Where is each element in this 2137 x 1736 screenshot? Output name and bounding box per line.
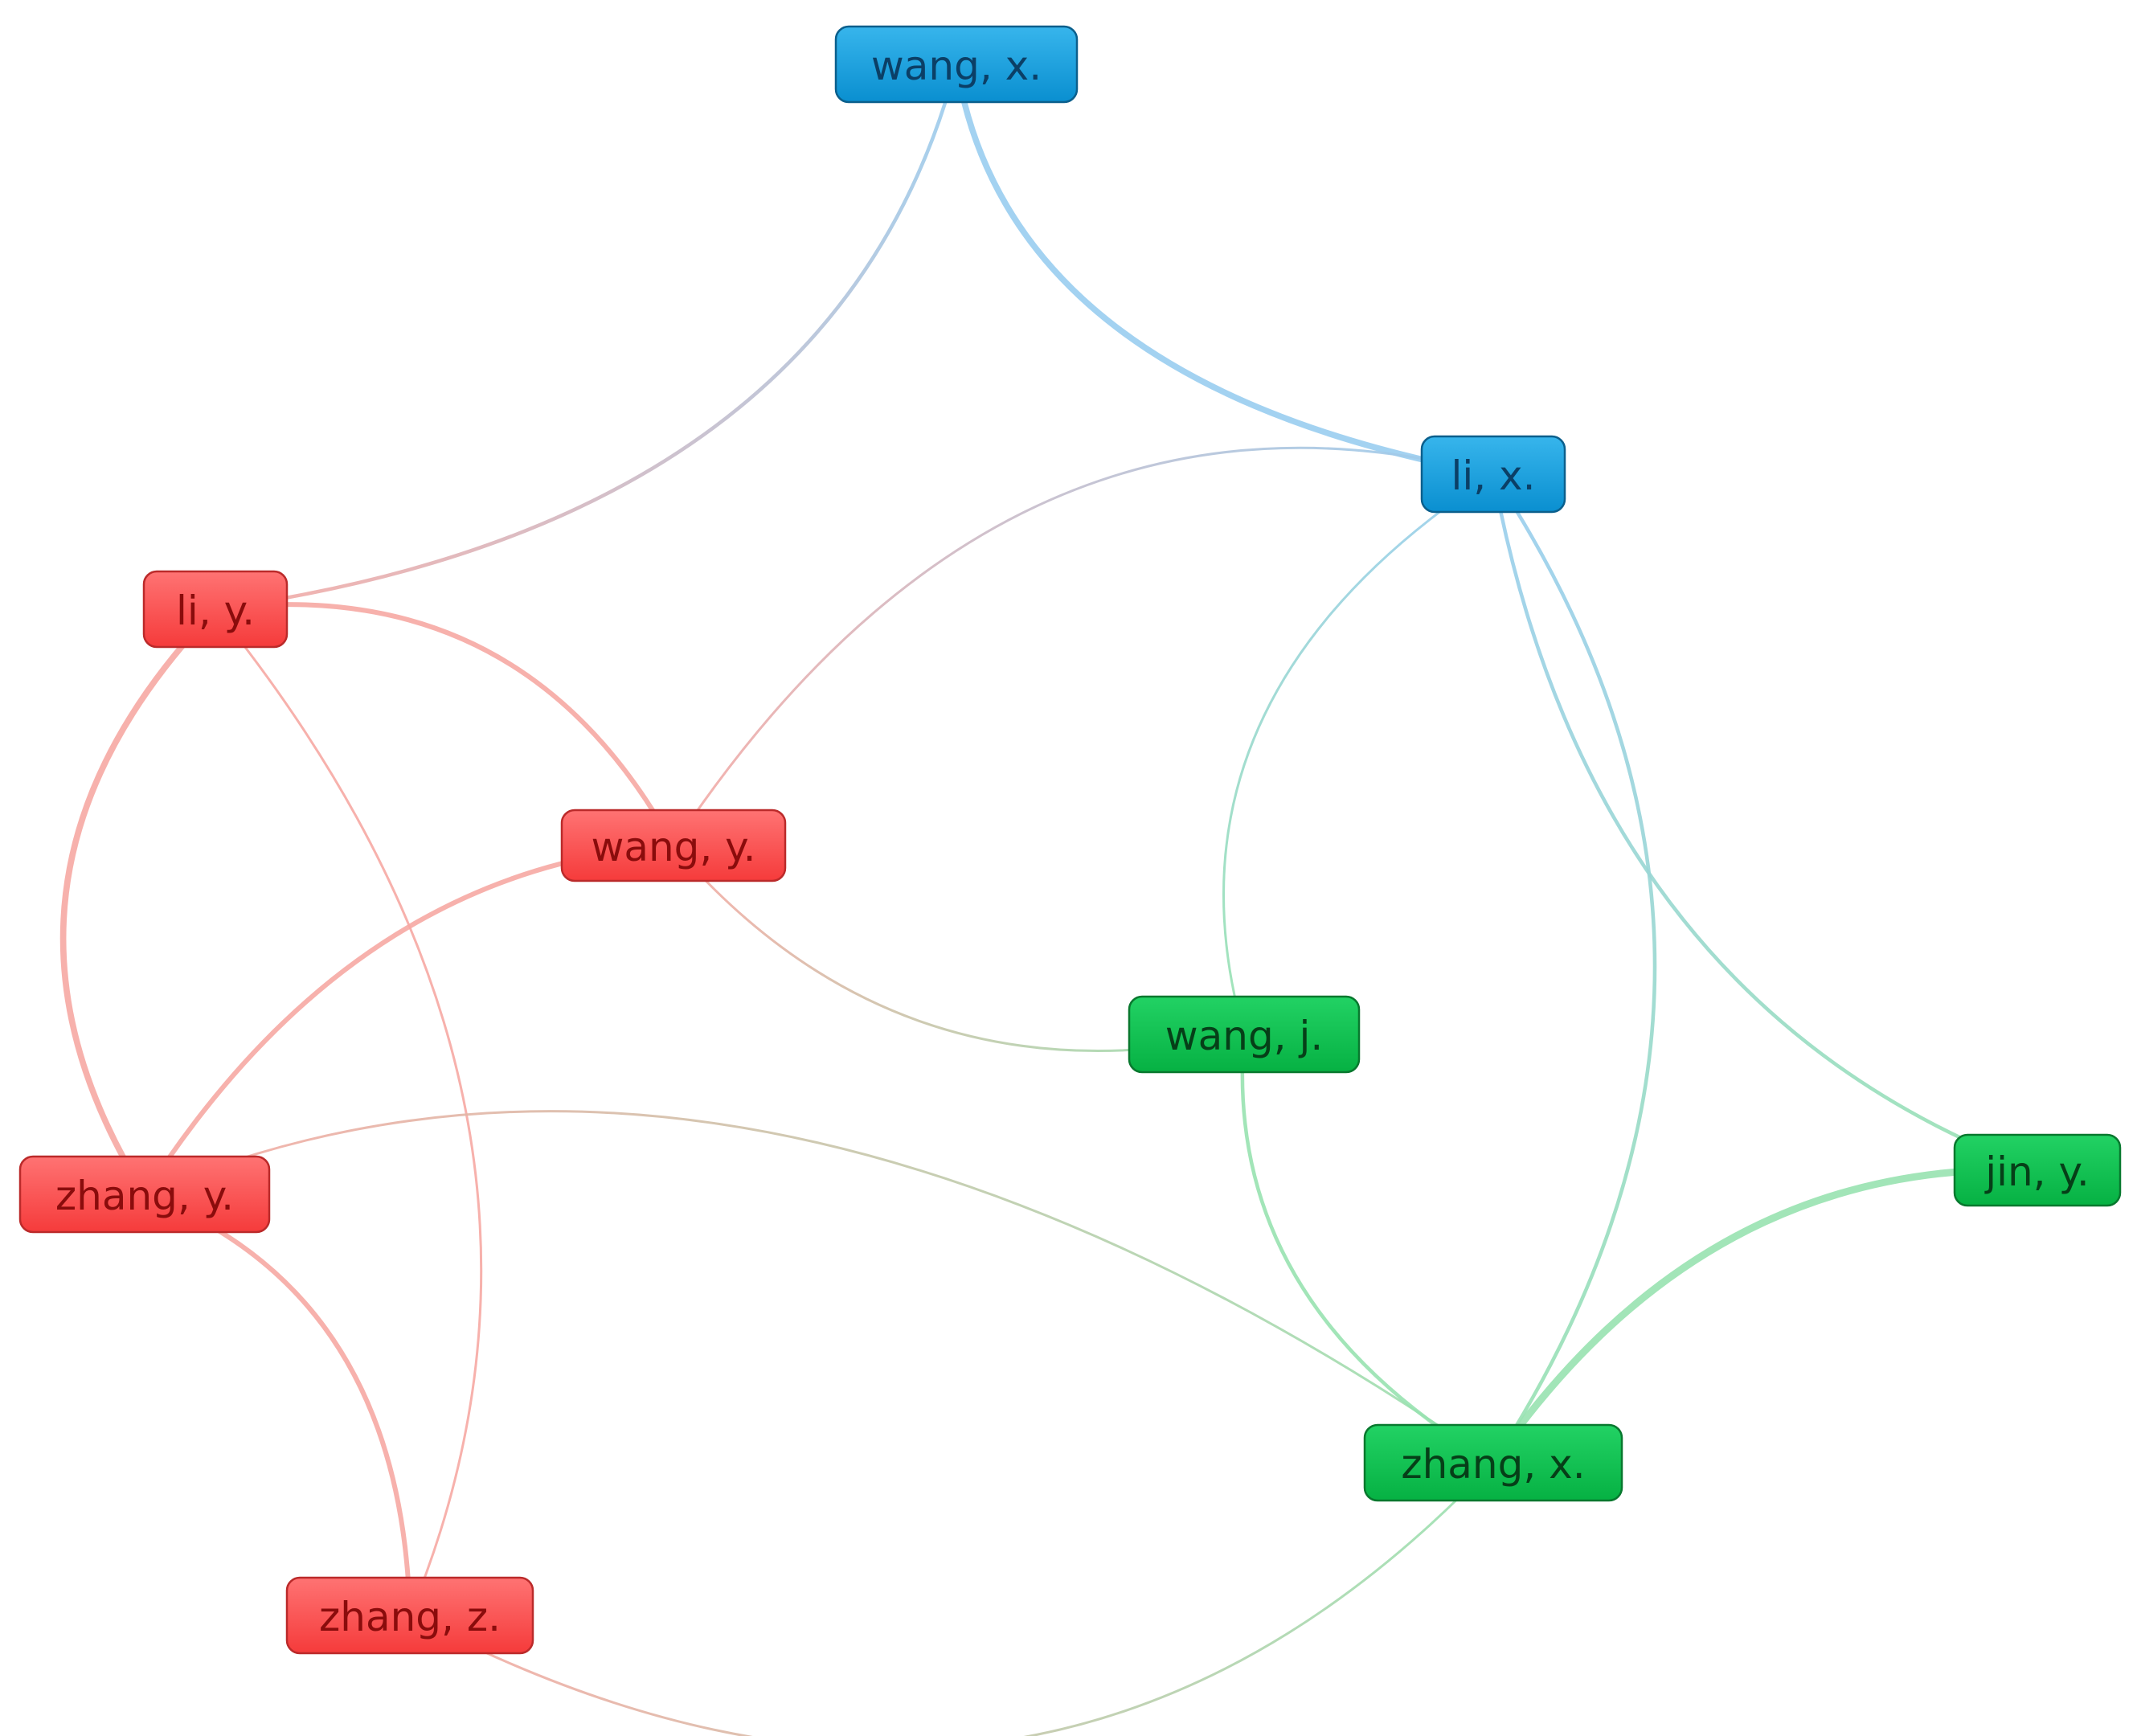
link-zhang-z-zhang-x — [408, 1461, 1495, 1736]
node-box — [142, 570, 289, 649]
link-zhang-y-zhang-x — [143, 1110, 1495, 1464]
node-wang-x[interactable]: wang, x. — [834, 25, 1079, 104]
link-li-y-zhang-y — [59, 606, 219, 1198]
node-box — [18, 1155, 271, 1234]
node-box — [1953, 1133, 2122, 1207]
link-li-y-wang-y — [213, 602, 676, 848]
node-label: zhang, z. — [319, 1594, 501, 1640]
node-label: li, x. — [1451, 452, 1535, 499]
link-wang-x-li-y — [213, 62, 959, 612]
node-label: wang, j. — [1165, 1013, 1324, 1059]
node-zhang-z[interactable]: zhang, z. — [285, 1576, 534, 1655]
link-zhang-y-zhang-z — [142, 1192, 412, 1618]
node-wang-j[interactable]: wang, j. — [1128, 995, 1361, 1074]
link-wang-y-zhang-y — [142, 843, 676, 1197]
node-box — [1363, 1423, 1623, 1502]
node-zhang-y[interactable]: zhang, y. — [18, 1155, 271, 1234]
node-box — [1420, 435, 1566, 514]
link-wang-x-li-x — [953, 61, 1496, 477]
network-links — [59, 61, 2041, 1736]
node-li-x[interactable]: li, x. — [1420, 435, 1566, 514]
node-label: wang, x. — [871, 43, 1042, 89]
node-label: wang, y. — [591, 824, 755, 870]
node-zhang-x[interactable]: zhang, x. — [1363, 1423, 1623, 1502]
network-nodes: wang, x. li, x. li, y. wang, y. zhang, y. zha… — [18, 25, 2122, 1655]
node-box — [285, 1576, 534, 1655]
node-box — [1128, 995, 1361, 1074]
link-li-x-zhang-x — [1491, 472, 1657, 1465]
link-li-x-wang-y — [672, 446, 1495, 847]
node-box — [560, 809, 787, 882]
link-li-x-jin-y — [1491, 472, 2040, 1173]
node-li-y[interactable]: li, y. — [142, 570, 289, 649]
node-jin-y[interactable]: jin, y. — [1953, 1133, 2122, 1207]
link-jin-y-zhang-x — [1489, 1165, 2041, 1467]
node-label: li, y. — [176, 588, 255, 634]
node-box — [834, 25, 1079, 104]
link-wang-j-zhang-x — [1240, 1032, 1496, 1465]
node-label: zhang, x. — [1401, 1441, 1585, 1488]
node-label: jin, y. — [1984, 1148, 2090, 1195]
node-label: zhang, y. — [55, 1173, 234, 1219]
node-wang-y[interactable]: wang, y. — [560, 809, 787, 882]
link-li-y-zhang-z — [214, 608, 483, 1617]
link-li-x-wang-j — [1222, 473, 1495, 1036]
